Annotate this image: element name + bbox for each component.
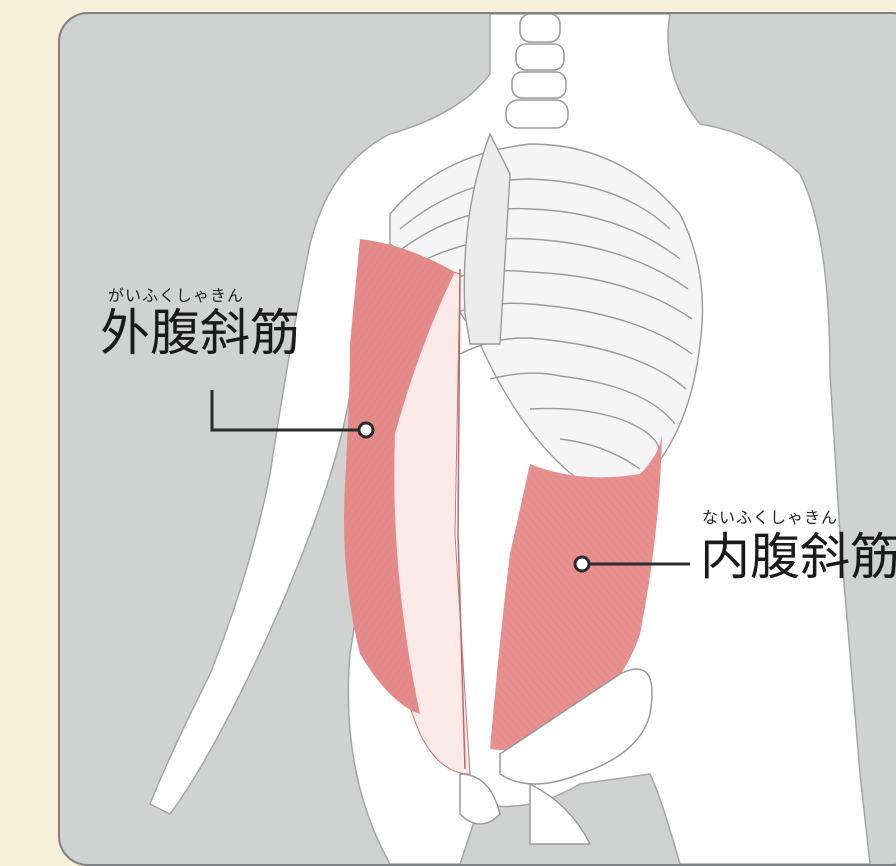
internal-oblique-reading: ないふくしゃきん (702, 510, 838, 526)
internal-oblique-name: 内腹斜筋 (700, 532, 896, 582)
illustration-panel (58, 12, 896, 866)
external-oblique-name: 外腹斜筋 (100, 308, 300, 358)
anatomy-illustration (60, 14, 896, 864)
external-oblique-reading: がいふくしゃきん (108, 288, 244, 304)
